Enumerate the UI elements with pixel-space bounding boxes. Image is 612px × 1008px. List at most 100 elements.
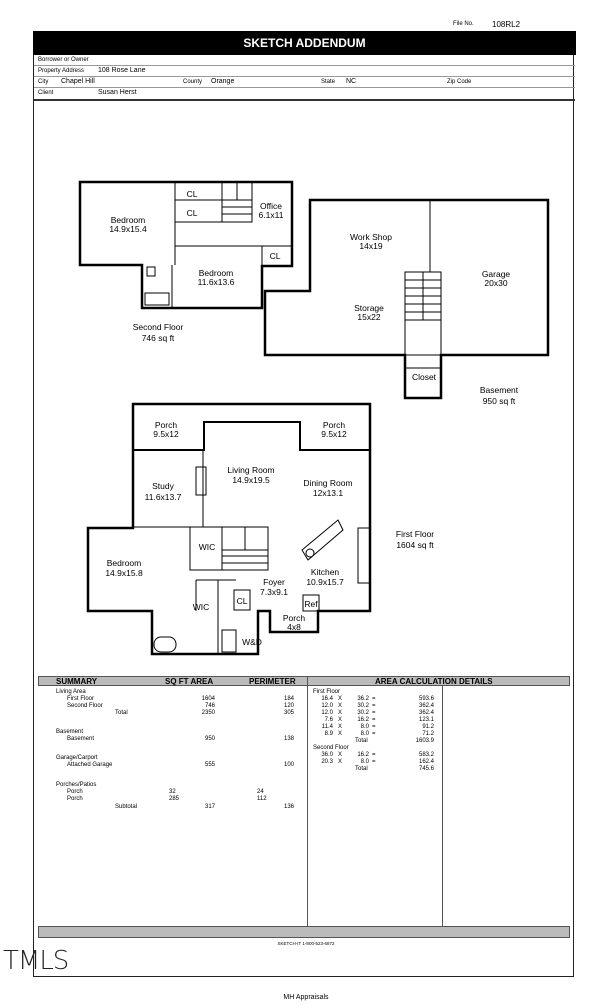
closet-label: CL <box>237 596 248 606</box>
details-cell: = <box>372 696 376 702</box>
row-area: 555 <box>204 762 215 768</box>
details-cell: X <box>338 696 343 702</box>
city-row: City Chapel Hill County Orange State NC … <box>34 78 575 88</box>
county-value: Orange <box>211 78 235 85</box>
property-address-row: Property Address 108 Rose Lane <box>34 67 575 77</box>
room-dims: 9.5x12 <box>321 429 347 439</box>
room-dims: 12x13.1 <box>313 488 344 498</box>
room-dims: 10.9x15.7 <box>306 577 344 587</box>
row-label: Porch <box>67 789 83 795</box>
details-cell: X <box>338 703 343 709</box>
zip-label: Zip Code <box>447 79 472 85</box>
room-dims: 14.9x19.5 <box>232 475 270 485</box>
details-cell: = <box>372 759 376 765</box>
closet-label: CL <box>270 251 281 261</box>
details-cell: 36.2 <box>357 696 369 702</box>
row-label: First Floor <box>67 696 94 702</box>
room-dims: 14.9x15.4 <box>109 224 147 234</box>
details-total-label: Total <box>355 738 368 744</box>
room-dims: 9.5x12 <box>153 429 179 439</box>
row-area: 950 <box>204 736 215 742</box>
bottom-bar <box>38 926 570 938</box>
row-label: Total <box>115 710 128 716</box>
room-name: Office <box>260 201 282 211</box>
group-label: Living Area <box>56 689 86 695</box>
details-cell: 36.0 <box>321 752 333 758</box>
ref-label: Ref <box>304 599 318 609</box>
group-label: Basement <box>56 729 84 735</box>
city-value: Chapel Hill <box>61 78 95 85</box>
row-perimeter: 138 <box>283 736 294 742</box>
floor-area: 950 sq ft <box>483 396 516 406</box>
row-area: 746 <box>204 703 215 709</box>
details-cell: 583.2 <box>418 752 434 758</box>
details-cell: 11.4 <box>321 724 333 730</box>
borrower-label: Borrower or Owner <box>38 57 89 63</box>
borrower-row: Borrower or Owner <box>34 56 575 66</box>
details-cell: = <box>372 710 376 716</box>
company-footer: MH Appraisals <box>283 994 329 1001</box>
perimeter-header: PERIMETER <box>249 677 296 686</box>
room-dims: 20x30 <box>484 278 507 288</box>
details-cell: 20.3 <box>321 759 333 765</box>
tmls-watermark: TMLS <box>3 946 69 976</box>
closet-label: CL <box>187 208 198 218</box>
row-label: Basement <box>67 736 95 742</box>
file-no-label: File No. <box>453 21 474 27</box>
room-name: Closet <box>412 372 437 382</box>
details-cell: X <box>338 724 343 730</box>
row-area: 285 <box>169 796 180 802</box>
room-name: Bedroom <box>107 558 142 568</box>
second-floor-outline <box>78 180 294 310</box>
room-dims: 11.6x13.6 <box>198 277 235 287</box>
group-label: Garage/Carport <box>56 755 98 761</box>
group-label: Porches/Patios <box>56 782 97 788</box>
details-group-label: First Floor <box>313 689 340 695</box>
details-cell: 8.0 <box>360 759 369 765</box>
room-name: Porch <box>323 420 345 430</box>
column-divider <box>307 676 308 938</box>
room-name: Study <box>152 481 174 491</box>
details-cell: 8.9 <box>324 731 333 737</box>
property-address-value: 108 Rose Lane <box>98 67 146 74</box>
room-name: Living Room <box>227 465 274 475</box>
row-label: Subtotal <box>115 804 138 810</box>
details-cell: = <box>372 731 376 737</box>
county-label: County <box>183 79 203 85</box>
room-name: Garage <box>482 269 511 279</box>
details-cell: 8.0 <box>360 731 369 737</box>
floor-label: Basement <box>480 385 519 395</box>
summary-header-bar <box>38 676 570 686</box>
summary-header: SUMMARY <box>56 677 98 686</box>
first-floor-outline <box>86 402 372 656</box>
row-area: 1604 <box>201 696 215 702</box>
room-dims: 14x19 <box>359 241 382 251</box>
room-name: Bedroom <box>111 215 146 225</box>
details-cell: X <box>338 717 343 723</box>
details-total: 745.6 <box>418 766 434 772</box>
row-perimeter: 305 <box>283 710 294 716</box>
row-label: Attached Garage <box>67 762 113 768</box>
room-name: Work Shop <box>350 232 392 242</box>
details-cell: 71.2 <box>422 731 434 737</box>
room-name: Foyer <box>263 577 285 587</box>
state-value: NC <box>346 78 357 85</box>
client-value: Susan Herst <box>98 89 137 96</box>
room-dims: 6.1x11 <box>259 210 284 220</box>
room-dims: 7.3x9.1 <box>260 587 288 597</box>
room-dims: 15x22 <box>357 312 380 322</box>
row-perimeter: 184 <box>283 696 294 702</box>
room-dims: 4x8 <box>287 622 301 632</box>
wic-label: WIC <box>199 542 216 552</box>
floor-area: 746 sq ft <box>142 333 175 343</box>
client-label: Client <box>38 90 54 96</box>
basement-outline <box>263 198 550 400</box>
room-name: Porch <box>155 420 177 430</box>
room-name: Dining Room <box>303 478 352 488</box>
washer-dryer-label: W&D <box>242 637 262 647</box>
details-total-label: Total <box>355 766 368 772</box>
floor-area: 1604 sq ft <box>396 540 434 550</box>
details-cell: X <box>338 710 343 716</box>
